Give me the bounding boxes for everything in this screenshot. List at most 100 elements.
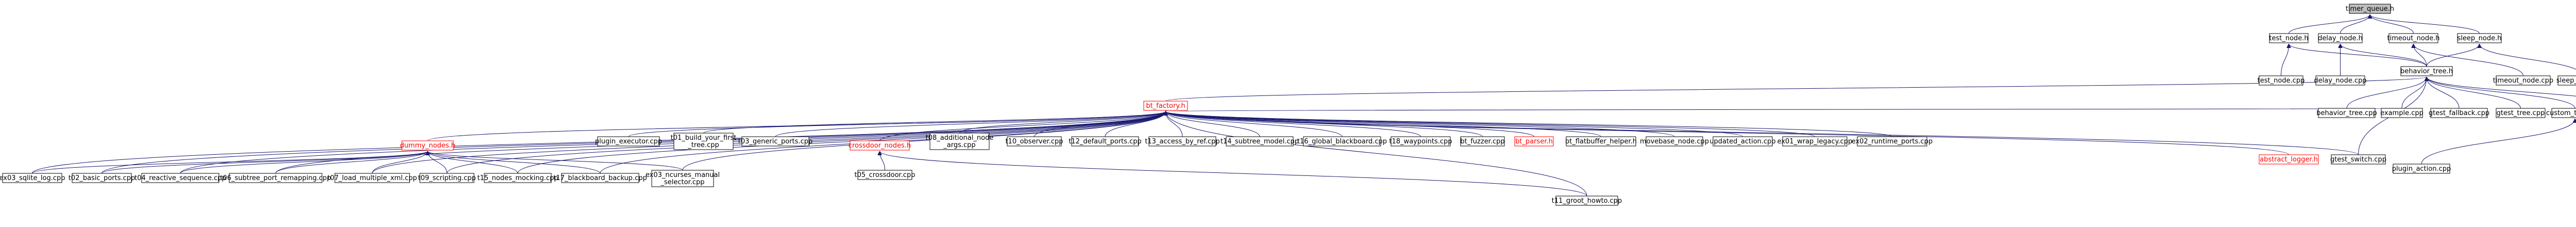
node-gtest-fallback-cpp[interactable]: gtest_fallback.cpp xyxy=(2429,108,2489,118)
edge-movebase_node_cpp-to-bt_factory_h xyxy=(1166,111,1675,137)
edge-behavior_tree_h-to-sleep_node_h xyxy=(2426,43,2480,67)
node-updated-action-cpp[interactable]: updated_action.cpp xyxy=(1709,136,1776,147)
node-custom-type-hpp[interactable]: custom_type.hpp xyxy=(2546,108,2576,118)
edge-behavior_tree_h-to-delay_node_h xyxy=(2341,43,2427,67)
node-box xyxy=(2496,108,2546,118)
edge-timeout_node_h-to-timer_queue xyxy=(2370,14,2414,34)
node-behavior-tree-cpp[interactable]: behavior_tree.cpp xyxy=(2316,108,2377,118)
node-t03-cpp[interactable]: t03_generic_ports.cpp xyxy=(738,136,812,147)
node-bt-factory-h[interactable]: bt_factory.h xyxy=(1143,101,1188,111)
node-label: example.cpp xyxy=(2380,109,2424,117)
node-box xyxy=(929,133,990,150)
node-crossdoor-nodes-h[interactable]: crossdoor_nodes.h xyxy=(849,140,911,151)
node-t16-cpp[interactable]: t16_global_blackboard.cpp xyxy=(1297,136,1387,147)
node-t14-cpp[interactable]: t14_subtree_model.cpp xyxy=(1221,136,1299,147)
edge-t11_cpp-to-bt_factory_h xyxy=(1166,111,1587,197)
node-box xyxy=(229,173,323,183)
node-ex01-cpp[interactable]: ex01_wrap_legacy.cpp xyxy=(1777,136,1853,147)
edge-timeout_node_cpp-to-timeout_node_h xyxy=(2414,43,2523,76)
node-t13-cpp[interactable]: t13_access_by_ref.cpp xyxy=(1145,136,1220,147)
node-t07-cpp[interactable]: t07_load_multiple_xml.cpp xyxy=(328,173,417,183)
node-t17-cpp[interactable]: t17_blackboard_backup.cpp xyxy=(553,173,647,183)
edge-t06_cpp-to-dummy_nodes_h xyxy=(275,151,428,174)
node-label: crossdoor_nodes.h xyxy=(849,142,911,150)
node-gtest-switch-cpp[interactable]: gtest_switch.cpp xyxy=(2330,154,2386,165)
node-box xyxy=(1514,136,1554,147)
node-timer-queue[interactable]: timer_queue.h xyxy=(2346,4,2394,14)
node-label: behavior_tree.h xyxy=(2400,68,2453,75)
node-bt-flatbuffer-helper-h[interactable]: bt_flatbuffer_helper.h xyxy=(1565,136,1637,147)
node-ex02-cpp[interactable]: ex02_runtime_ports.cpp xyxy=(1852,136,1933,147)
node-plugin-executor-cpp[interactable]: plugin_executor.cpp xyxy=(595,136,662,147)
node-t18-cpp[interactable]: t18_waypoints.cpp xyxy=(1389,136,1452,147)
node-box xyxy=(1148,136,1216,147)
node-label: updated_action.cpp xyxy=(1709,138,1775,145)
node-label: timeout_node.h xyxy=(2387,35,2440,42)
node-label: test_node.h xyxy=(2269,35,2308,42)
edge-t04_cpp-to-dummy_nodes_h xyxy=(180,151,428,174)
node-label: t05_crossdoor.cpp xyxy=(855,171,916,179)
node-timeout-node-h[interactable]: timeout_node.h xyxy=(2387,33,2440,43)
node-test-node-cpp[interactable]: test_node.cpp xyxy=(2258,75,2305,86)
node-box xyxy=(1857,136,1927,147)
node-box xyxy=(2388,33,2438,43)
node-box xyxy=(673,133,734,150)
node-label: plugin_executor.cpp xyxy=(595,138,662,145)
edge-ex01_cpp-to-bt_factory_h xyxy=(1166,111,1815,137)
node-box xyxy=(2557,75,2576,86)
edge-crossdoor_nodes_h-to-bt_factory_h xyxy=(879,111,1166,141)
node-behavior-tree-h[interactable]: behavior_tree.h xyxy=(2400,66,2453,76)
node-bt-fuzzer-cpp[interactable]: bt_fuzzer.cpp xyxy=(1460,136,1505,147)
node-abstract-logger-h[interactable]: abstract_logger.h xyxy=(2259,154,2319,165)
edge-plugin_executor_cpp-to-bt_factory_h xyxy=(628,111,1166,137)
node-t06-cpp[interactable]: t06_subtree_port_remapping.cpp xyxy=(220,173,331,183)
edges xyxy=(32,14,2576,197)
node-delay-node-h[interactable]: delay_node.h xyxy=(2318,33,2363,43)
node-box xyxy=(1391,136,1451,147)
node-ex03-ncurses-cpp[interactable]: ex03_ncurses_manual_selector.cpp xyxy=(646,170,720,187)
node-t09-cpp[interactable]: t09_scripting.cpp xyxy=(418,173,476,183)
node-t05-cpp[interactable]: t05_crossdoor.cpp xyxy=(855,170,916,180)
node-sleep-node-h[interactable]: sleep_node.h xyxy=(2457,33,2502,43)
edge-gtest_switch_cpp-to-bt_factory_h xyxy=(1166,111,2359,155)
node-delay-node-cpp[interactable]: delay_node.cpp xyxy=(2314,75,2367,86)
edge-gtest_fallback_cpp-to-behavior_tree_h xyxy=(2427,77,2460,109)
node-t10-cpp[interactable]: t10_observer.cpp xyxy=(1005,136,1063,147)
node-t11-cpp[interactable]: t11_groot_howto.cpp xyxy=(1552,196,1622,206)
node-example-cpp[interactable]: example.cpp xyxy=(2380,108,2424,118)
node-t12-cpp[interactable]: t12_default_ports.cpp xyxy=(1069,136,1142,147)
node-box xyxy=(741,136,809,147)
node-bt-parser-h[interactable]: bt_parser.h xyxy=(1514,136,1554,147)
edge-t12_cpp-to-bt_factory_h xyxy=(1105,111,1166,137)
edge-test_node_cpp-to-test_node_h xyxy=(2281,44,2289,76)
node-label: t15_nodes_mocking.cpp xyxy=(477,174,558,182)
node-label: delay_node.cpp xyxy=(2314,77,2366,85)
edge-t03_cpp-to-bt_factory_h xyxy=(775,111,1166,137)
node-dummy-nodes-h[interactable]: dummy_nodes.h xyxy=(400,140,455,151)
node-label: sleep_node.h xyxy=(2458,35,2502,42)
node-test-node-h[interactable]: test_node.h xyxy=(2269,33,2309,43)
node-t15-cpp[interactable]: t15_nodes_mocking.cpp xyxy=(477,173,558,183)
node-box xyxy=(2,173,62,183)
node-box xyxy=(2457,33,2502,43)
node-t01-cpp[interactable]: t01_build_your_first_tree.cpp xyxy=(671,133,737,150)
node-box xyxy=(1646,136,1703,147)
node-ex03-sqlite-cpp[interactable]: ex03_sqlite_log.cpp xyxy=(0,173,65,183)
node-t08-cpp[interactable]: t08_additional_node_args.cpp xyxy=(926,133,994,150)
node-t04-cpp[interactable]: t04_reactive_sequence.cpp xyxy=(134,173,226,183)
node-label: plugin_action.cpp xyxy=(2392,165,2451,173)
node-sleep-node-cpp[interactable]: sleep_node.cpp xyxy=(2556,75,2576,86)
node-label: sleep_node.cpp xyxy=(2556,77,2576,85)
node-plugin-action-cpp[interactable]: plugin_action.cpp xyxy=(2392,164,2451,174)
node-movebase-node-cpp[interactable]: movebase_node.cpp xyxy=(1640,136,1709,147)
node-t02-cpp[interactable]: t02_basic_ports.cpp xyxy=(69,173,135,183)
edge-t15_cpp-to-dummy_nodes_h xyxy=(428,151,518,174)
node-label: t09_scripting.cpp xyxy=(418,174,476,182)
edge-custom_type_hpp-to-behavior_tree_h xyxy=(2427,76,2575,109)
node-gtest-tree-cpp[interactable]: gtest_tree.cpp xyxy=(2496,108,2546,118)
node-label: t17_blackboard_backup.cpp xyxy=(553,174,647,182)
node-label: _args.cpp xyxy=(943,141,975,149)
node-timeout-node-cpp[interactable]: timeout_node.cpp xyxy=(2493,75,2553,86)
node-label: ex01_wrap_legacy.cpp xyxy=(1777,138,1853,145)
